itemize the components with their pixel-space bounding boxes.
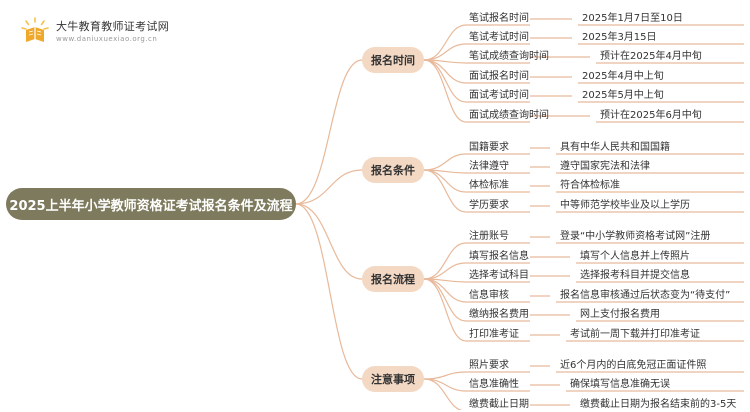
item-label: 笔试考试时间	[469, 32, 529, 43]
item-value: 遵守国家宪法和法律	[560, 161, 650, 172]
item-label: 学历要求	[469, 200, 509, 211]
logo-url[interactable]: www.daniuxuexiao.org.cn	[56, 35, 158, 43]
item-label: 选择考试科目	[469, 270, 529, 281]
site-logo[interactable]: 大牛教育教师证考试网 www.daniuxuexiao.org.cn	[20, 16, 190, 48]
item-label: 面试成绩查询时间	[469, 110, 549, 121]
item-value: 2025年4月中上旬	[582, 71, 664, 82]
item-label: 国籍要求	[469, 142, 509, 153]
category-node: 报名流程	[362, 266, 424, 292]
item-label: 注册账号	[469, 231, 509, 242]
category-node: 报名时间	[362, 47, 424, 73]
item-label: 笔试报名时间	[469, 13, 529, 24]
item-value: 近6个月内的白底免冠正面证件照	[560, 360, 707, 371]
item-value: 网上支付报名费用	[580, 309, 660, 320]
book-icon	[21, 17, 49, 42]
item-label: 照片要求	[469, 360, 509, 371]
item-value: 中等师范学校毕业及以上学历	[560, 200, 690, 211]
item-value: 确保填写信息准确无误	[570, 379, 670, 390]
item-label: 体检标准	[469, 180, 509, 191]
item-label: 面试考试时间	[469, 90, 529, 101]
item-label: 面试报名时间	[469, 71, 529, 82]
item-value: 选择报考科目并提交信息	[580, 270, 690, 281]
logo-title: 大牛教育教师证考试网	[56, 20, 169, 33]
category-node: 报名条件	[362, 157, 424, 183]
item-value: 2025年5月中上旬	[582, 90, 664, 101]
item-label: 笔试成绩查询时间	[469, 51, 549, 62]
root-node: 2025上半年小学教师资格证考试报名条件及流程	[6, 188, 296, 220]
item-value: 预计在2025年4月中旬	[600, 51, 702, 62]
item-value: 登录“中小学教师资格考试网”注册	[560, 231, 711, 242]
item-value: 缴费截止日期为报名结束前的3-5天	[580, 399, 737, 410]
item-value: 考试前一周下载并打印准考证	[570, 329, 700, 340]
item-label: 法律遵守	[469, 161, 509, 172]
item-value: 填写个人信息并上传照片	[580, 251, 690, 262]
item-value: 具有中华人民共和国国籍	[560, 142, 670, 153]
item-label: 信息准确性	[469, 379, 519, 390]
category-node: 注意事项	[362, 366, 424, 392]
item-value: 预计在2025年6月中旬	[600, 110, 702, 121]
item-label: 缴费截止日期	[469, 399, 529, 410]
item-label: 信息审核	[469, 290, 509, 301]
item-label: 打印准考证	[469, 329, 519, 340]
item-label: 缴纳报名费用	[469, 309, 529, 320]
item-label: 填写报名信息	[469, 251, 529, 262]
item-value: 报名信息审核通过后状态变为“待支付”	[560, 290, 731, 301]
item-value: 2025年3月15日	[582, 32, 657, 43]
item-value: 符合体检标准	[560, 180, 620, 191]
item-value: 2025年1月7日至10日	[582, 13, 683, 24]
